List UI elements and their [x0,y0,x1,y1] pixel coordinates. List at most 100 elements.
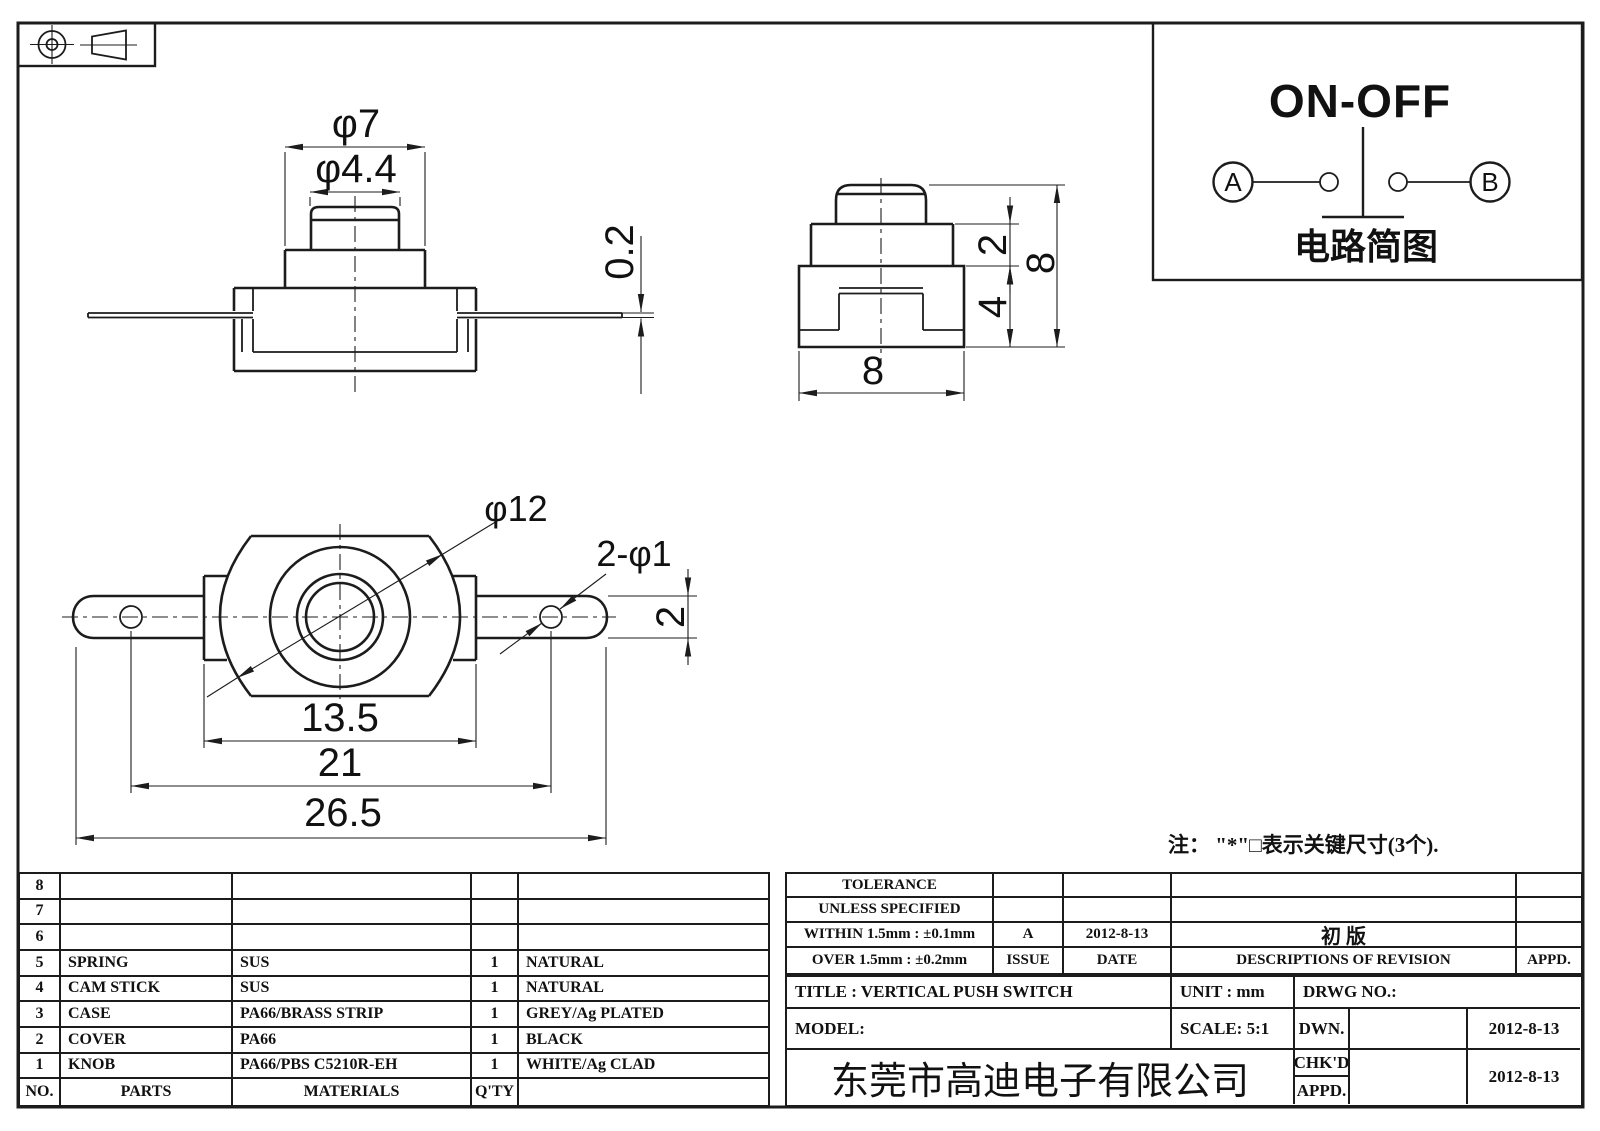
dim-tab-width-label: 2 [649,606,693,628]
parts-row-qty [472,899,519,926]
parts-row-remark [519,874,768,900]
empty-cell [1517,874,1581,898]
title-block: TITLE : VERTICAL PUSH SWITCH UNIT : mm D… [785,975,1583,1107]
chkd-date: 2012-8-13 [1488,1067,1560,1086]
parts-header-qty: Q'TY [472,1079,519,1105]
parts-table: 8 7 6 5 SPRING SUS 1 NATURAL 4 CAM STICK… [18,872,770,1107]
parts-row-qty [472,874,519,900]
parts-row-material: SUS [233,950,472,977]
dim-phi7-label: φ7 [332,102,380,146]
terminal-a-label: A [1224,167,1242,197]
tolerance-over: OVER 1.5mm : ±0.2mm [787,948,994,973]
empty-cell [1064,874,1172,898]
parts-row-remark: GREY/Ag PLATED [519,1002,768,1028]
circuit-caption: 电路简图 [1294,226,1438,267]
parts-row-remark: BLACK [519,1028,768,1054]
parts-row-qty: 1 [472,1002,519,1028]
side-view-inner-lines [799,287,964,331]
parts-row-no: 4 [20,976,61,1003]
side-view: 2 4 8 8 [797,178,1065,401]
parts-header-remark [519,1079,768,1105]
parts-row-no: 6 [20,925,61,951]
scale-label: SCALE: 5:1 [1172,1009,1295,1050]
title-label: TITLE : VERTICAL PUSH SWITCH [787,977,1172,1009]
unit-label: UNIT : mm [1172,977,1295,1009]
parts-row-material: PA66 [233,1027,472,1054]
dim-lead-thickness: 0.2 [598,224,654,394]
empty-cell [1517,923,1581,948]
top-view: φ12 2-φ1 2 13.5 21 26.5 [62,488,697,845]
dim-total-height-label: 8 [1019,252,1063,274]
empty-cell [1172,874,1517,898]
revision-description-value: 初 版 [1172,923,1517,948]
dim-body-height: 4 [966,266,1019,348]
tolerance-block: TOLERANCE UNLESS SPECIFIED WITHIN 1.5mm … [785,872,1583,975]
dim-total-height: 8 [929,184,1065,348]
parts-row-material [233,899,472,926]
chkd-appd-signature-cell [1350,1050,1468,1104]
parts-row-name: COVER [61,1027,233,1054]
tolerance-title-line1: TOLERANCE [787,874,994,898]
parts-row-no: 3 [20,1002,61,1028]
dim-body-width: 13.5 [203,664,477,748]
parts-row-no: 7 [20,899,61,926]
parts-row-material: PA66/BRASS STRIP [233,1002,472,1028]
parts-row-qty: 1 [472,950,519,977]
parts-row-no: 8 [20,874,61,900]
dim-phi7: φ7 [284,102,426,246]
leader-phi12: φ12 [206,488,548,698]
front-view: φ7 φ4.4 0.2 [87,102,654,394]
top-view-right-hole [539,605,563,629]
key-dimension-note: 注： "*"□表示关键尺寸(3个). [1168,833,1439,857]
dim-hole-span: 21 [130,631,552,793]
drwg-no-label: DRWG NO.: [1295,977,1580,1009]
circuit-onoff-label: ON-OFF [1269,75,1451,127]
sheet-frame [16,21,1585,1109]
parts-row-qty: 1 [472,976,519,1003]
dwn-signature-cell [1350,1009,1468,1050]
parts-row-name: SPRING [61,950,233,977]
tolerance-title-line2: UNLESS SPECIFIED [787,898,994,923]
dwn-date: 2012-8-13 [1468,1009,1580,1050]
parts-row-remark: WHITE/Ag CLAD [519,1054,768,1080]
circuit-box [1151,21,1584,282]
empty-cell [994,874,1064,898]
empty-cell [1172,898,1517,923]
leader-phi12-label: φ12 [484,488,547,529]
front-view-leads [87,312,623,319]
parts-row-material [233,925,472,951]
dim-lead-thickness-label: 0.2 [598,224,642,280]
parts-row-qty: 1 [472,1027,519,1054]
parts-row-material: SUS [233,976,472,1003]
parts-row-no: 1 [20,1053,61,1080]
dim-hole-span-label: 21 [318,741,363,785]
dim-phi4-4-label: φ4.4 [315,147,397,191]
revision-description-label: DESCRIPTIONS OF REVISION [1172,948,1517,973]
projection-symbol-box [16,21,157,68]
contact-left-circle [1319,172,1339,192]
revision-issue-value: A [994,923,1064,948]
revision-issue-label: ISSUE [994,948,1064,973]
chkd-label: CHK'D [1295,1050,1350,1077]
top-view-left-hole [119,605,143,629]
parts-header-no: NO. [20,1079,61,1105]
company-name: 东莞市高迪电子有限公司 [787,1050,1295,1104]
empty-cell [1517,898,1581,923]
empty-cell [1064,898,1172,923]
leader-holes: 2-φ1 [499,533,672,655]
dim-total-width-label: 26.5 [304,791,382,835]
parts-header-materials: MATERIALS [233,1079,472,1105]
leader-holes-label: 2-φ1 [596,533,671,574]
parts-row-qty [472,925,519,951]
dwn-label: DWN. [1295,1009,1350,1050]
parts-row-name: KNOB [61,1053,233,1080]
parts-header-parts: PARTS [61,1079,233,1105]
border-frame [16,21,1585,1109]
parts-row-no: 2 [20,1027,61,1054]
parts-row-material: PA66/PBS C5210R-EH [233,1053,472,1080]
parts-row-remark [519,900,768,926]
dim-tab-width: 2 [608,569,697,665]
dim-side-width-label: 8 [862,349,884,393]
